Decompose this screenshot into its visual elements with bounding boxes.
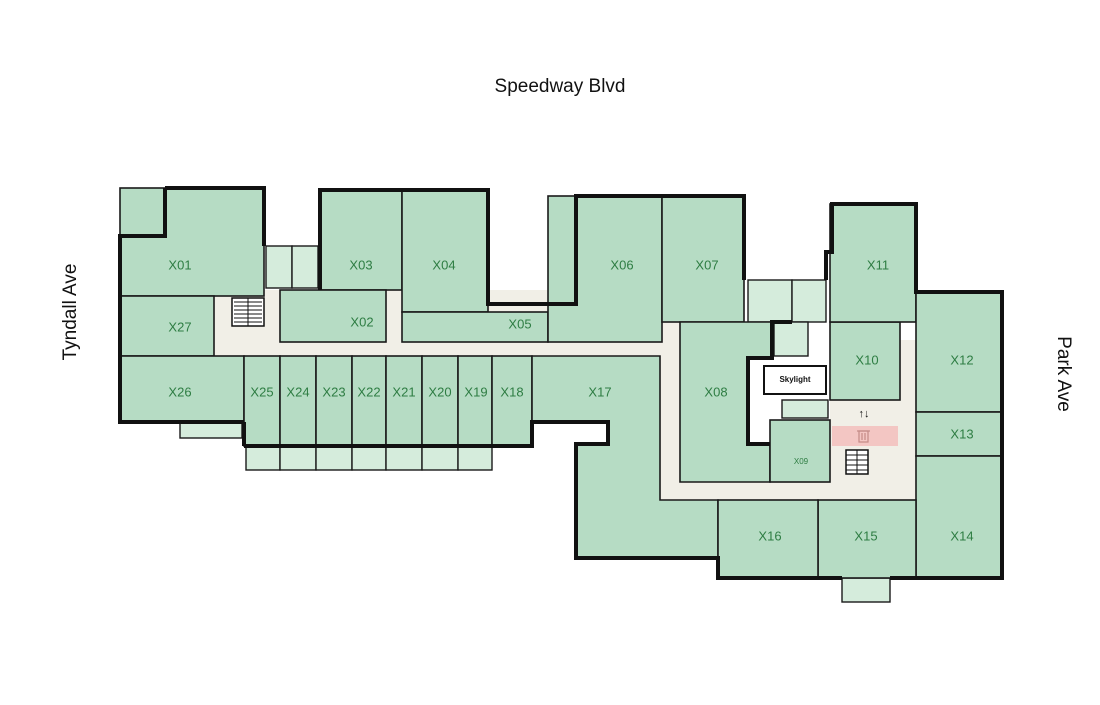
unit-label-x18: X18 [500,384,523,399]
unit-label-x07: X07 [695,257,718,272]
unit-label-x22: X22 [357,384,380,399]
unit-x20 [421,355,459,447]
unit-label-x16: X16 [758,528,781,543]
balconies [179,245,891,603]
skylight-box [763,365,827,395]
unit-x14 [915,455,1003,579]
unit-labels: X01 X02 X03 X04 X05 X06 X07 X08 X09 X10 … [168,257,973,543]
unit-x09 [769,419,831,483]
unit-x18 [491,355,533,447]
unit-label-x05: X05 [508,316,531,331]
skylight-label: Skylight [779,375,810,384]
unit-label-x08: X08 [704,384,727,399]
unit-x21 [385,355,423,447]
unit-x03 [319,189,403,291]
elevator-icon: ↑↓ [859,408,870,420]
unit-label-x20: X20 [428,384,451,399]
unit-x27 [119,295,215,357]
unit-label-x01: X01 [168,257,191,272]
unit-x10 [829,321,901,401]
unit-label-x12: X12 [950,352,973,367]
unit-label-x24: X24 [286,384,309,399]
unit-label-x14: X14 [950,528,973,543]
unit-x19 [457,355,493,447]
unit-label-x27: X27 [168,319,191,334]
unit-label-x13: X13 [950,426,973,441]
unit-x06 [547,195,663,343]
unit-label-x02: X02 [350,314,373,329]
stairs-icon-east [845,449,869,475]
unit-x01 [119,187,265,297]
unit-x04 [401,189,489,313]
unit-x22 [351,355,387,447]
unit-x23 [315,355,353,447]
unit-x08 [679,321,773,483]
unit-x24 [279,355,317,447]
exterior-walls [118,186,1004,580]
unit-label-x11: X11 [867,257,889,272]
unit-label-x06: X06 [610,257,633,272]
unit-label-x23: X23 [322,384,345,399]
unit-label-x09: X09 [794,457,809,466]
street-label-north: Speedway Blvd [495,76,626,97]
street-label-west: Tyndall Ave [60,264,81,361]
unit-x11 [829,203,917,323]
unit-x12 [915,291,1003,413]
unit-x16 [717,499,819,579]
unit-label-x21: X21 [392,384,415,399]
stairs-icon-west [231,297,265,327]
unit-label-x19: X19 [464,384,487,399]
unit-label-x17: X17 [588,384,611,399]
unit-label-x10: X10 [855,352,878,367]
unit-label-x15: X15 [854,528,877,543]
unit-label-x04: X04 [432,257,455,272]
street-label-east: Park Ave [1053,336,1074,412]
unit-label-x25: X25 [250,384,273,399]
unit-label-x26: X26 [168,384,191,399]
unit-x25 [243,355,281,447]
trash-icon [857,430,870,443]
unit-x05 [401,311,549,343]
units [119,187,1003,579]
unit-x02 [279,289,387,343]
unit-label-x03: X03 [349,257,372,272]
unit-x07 [661,195,745,323]
